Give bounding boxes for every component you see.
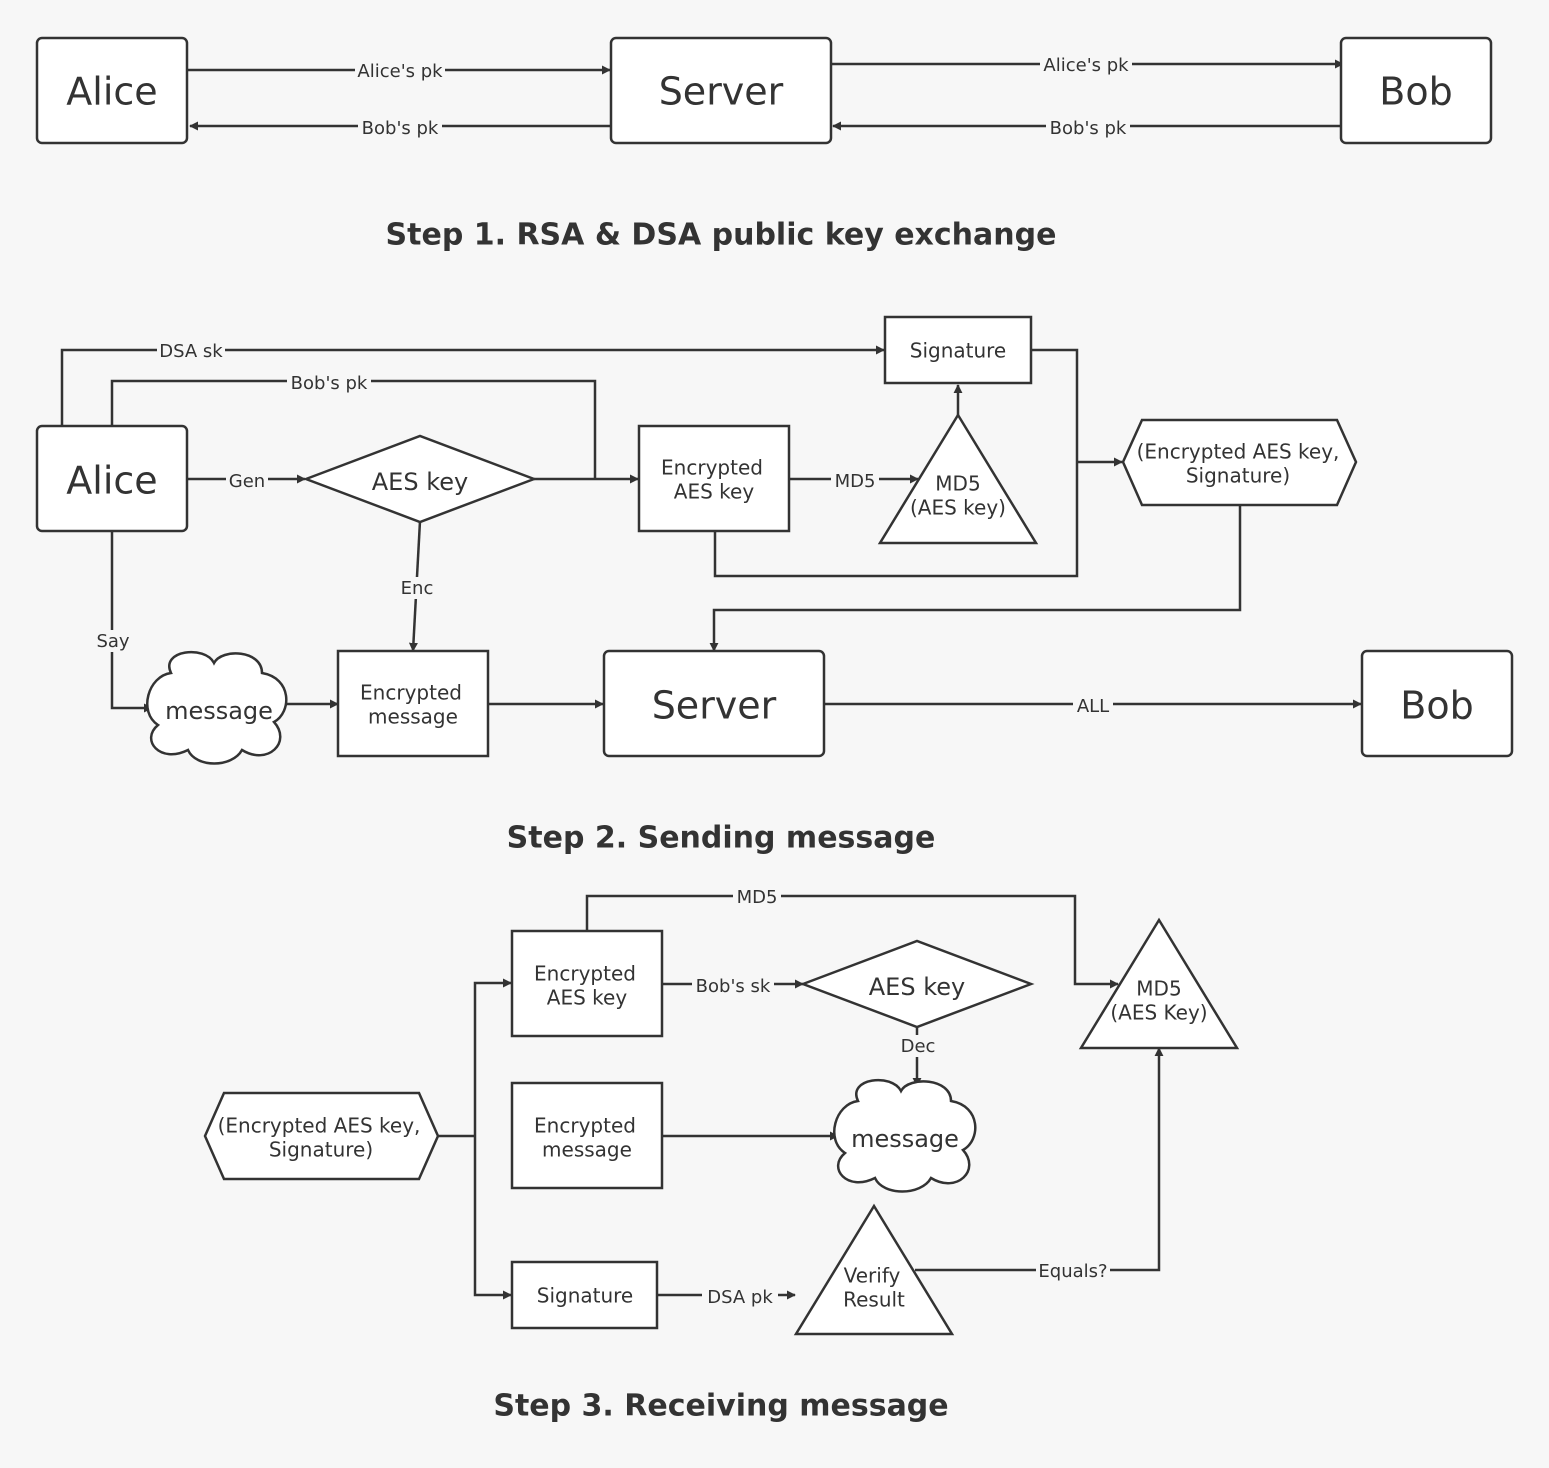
edge-signature-encrypted-join	[713, 348, 1079, 578]
edge-dsa-sk	[60, 345, 885, 426]
encrypted-aes-key-node	[637, 424, 791, 533]
edge-label-alice-pk: Alice's pk	[357, 61, 443, 82]
edge-label-bob-pk-2: Bob's pk	[1050, 118, 1127, 139]
alice-label: Alice	[66, 70, 157, 114]
aes-key-diamond-2	[799, 939, 1035, 1029]
alice-node	[35, 36, 189, 145]
signature-node-2	[510, 1260, 659, 1330]
verify-result-triangle	[793, 1203, 955, 1336]
bundle-line2: Signature)	[1186, 464, 1290, 488]
step2-group: DSA sk Bob's pk Gen MD5 Enc Say ALL Alic…	[35, 315, 1514, 856]
edge-equals	[915, 1047, 1164, 1272]
bundle2-line1: (Encrypted AES key,	[218, 1114, 421, 1138]
bundle-hexagon	[1121, 418, 1358, 507]
signature-label: Signature	[910, 339, 1006, 363]
bundle-line1: (Encrypted AES key,	[1137, 440, 1340, 464]
md5-2-line1: MD5	[1136, 977, 1181, 1001]
step2-title: Step 2. Sending message	[507, 821, 936, 856]
encrypted-message-node	[336, 649, 490, 758]
edge-label-bobs-sk: Bob's sk	[696, 976, 771, 997]
server-node	[609, 36, 833, 145]
encrypted-message2-line1: Encrypted	[534, 1114, 636, 1138]
edge-label-dec: Dec	[901, 1036, 936, 1057]
edge-say	[110, 531, 153, 713]
step3-title: Step 3. Receiving message	[493, 1389, 948, 1424]
message-label-2: message	[851, 1125, 959, 1153]
edge-label-md5: MD5	[835, 471, 876, 492]
edge-md5-top	[585, 894, 1119, 989]
edge-label-enc: Enc	[401, 578, 434, 599]
encrypted-message2-line2: message	[542, 1138, 632, 1162]
verify-result-line2: Result	[843, 1288, 905, 1312]
bob-node-2	[1360, 649, 1514, 758]
alice-label-2: Alice	[66, 459, 157, 503]
step1-title: Step 1. RSA & DSA public key exchange	[386, 218, 1057, 253]
md5-triangle	[877, 412, 1039, 545]
server-label-2: Server	[652, 684, 777, 728]
message-label: message	[165, 697, 273, 725]
edge-label-equals: Equals?	[1038, 1261, 1107, 1282]
md5-triangle-2	[1078, 917, 1240, 1050]
edge-to-signature	[473, 1136, 512, 1300]
edge-bundle-to-server	[709, 505, 1242, 652]
edge-label-say: Say	[96, 631, 129, 652]
md5-line2: (AES key)	[910, 496, 1006, 520]
encrypted-aes-key-line2: AES key	[674, 480, 755, 504]
encrypted-message-line1: Encrypted	[360, 681, 462, 705]
aes-key-label-2: AES key	[869, 973, 965, 1001]
server-label: Server	[659, 70, 784, 114]
bundle2-line2: Signature)	[269, 1138, 373, 1162]
alice-node-2	[35, 424, 189, 533]
encrypted-aes-key2-line2: AES key	[547, 986, 628, 1010]
signature-label-2: Signature	[537, 1284, 633, 1308]
step1-group: Alice's pk Bob's pk Alice's pk Bob's pk …	[35, 36, 1493, 253]
step3-group: MD5 Bob's sk Dec DSA pk Equals? (Encrypt…	[203, 886, 1240, 1424]
edge-to-encrypted-aes-key	[473, 978, 512, 1136]
edge-label-bobs-pk: Bob's pk	[291, 373, 368, 394]
bob-node	[1339, 36, 1493, 145]
edge-label-md5-top: MD5	[737, 887, 778, 908]
encrypted-message-node-2	[510, 1081, 664, 1190]
bob-label: Bob	[1379, 70, 1452, 114]
md5-line1: MD5	[935, 472, 980, 496]
aes-key-diamond	[302, 434, 538, 524]
message-cloud-icon-2	[833, 1078, 977, 1193]
encrypted-message-line2: message	[368, 705, 458, 729]
message-cloud-icon	[146, 650, 288, 765]
edge-label-dsa-pk: DSA pk	[707, 1287, 773, 1308]
bundle-hexagon-2	[203, 1091, 440, 1181]
edge-label-dsa-sk: DSA sk	[159, 341, 223, 362]
server-node-2	[602, 649, 826, 758]
verify-result-line1: Verify	[844, 1264, 901, 1288]
bob-label-2: Bob	[1400, 684, 1473, 728]
encrypted-aes-key-node-2	[510, 929, 664, 1038]
aes-key-label: AES key	[372, 468, 468, 496]
edge-label-bob-pk: Bob's pk	[362, 118, 439, 139]
signature-node	[883, 315, 1033, 385]
encrypted-aes-key2-line1: Encrypted	[534, 962, 636, 986]
edge-label-alice-pk-2: Alice's pk	[1043, 55, 1129, 76]
edge-label-gen: Gen	[229, 471, 265, 492]
edge-label-all: ALL	[1077, 696, 1109, 717]
encrypted-aes-key-line1: Encrypted	[661, 456, 763, 480]
md5-2-line2: (AES Key)	[1110, 1001, 1207, 1025]
